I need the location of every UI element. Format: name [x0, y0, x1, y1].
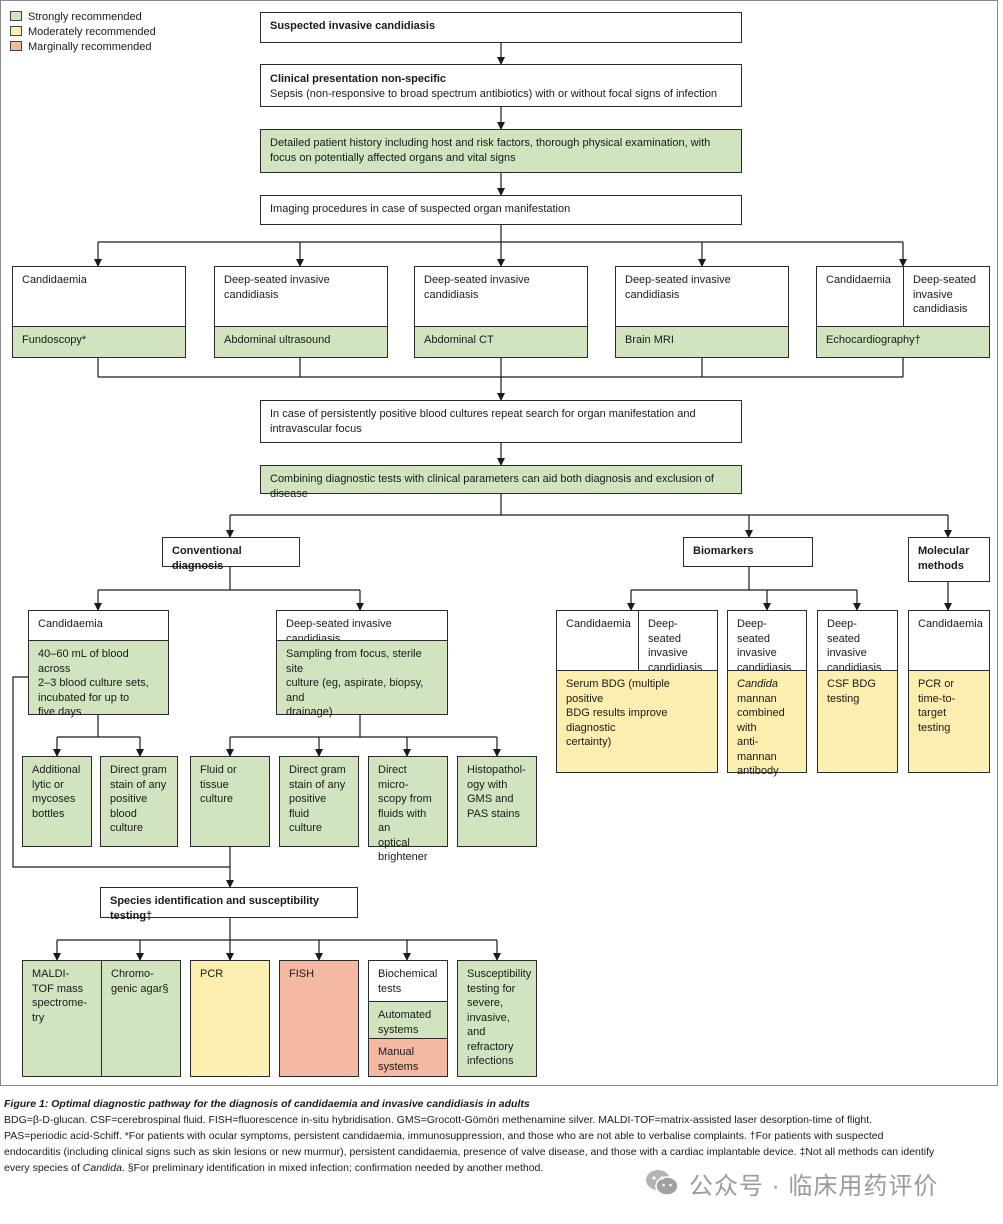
fish-box: FISH	[279, 960, 359, 1077]
sampling-focus-box: Sampling from focus, sterile site cultur…	[276, 640, 448, 718]
fluid-tissue-culture-box: Fluid or tissue culture	[190, 756, 270, 847]
gram-stain-blood-box: Direct gram stain of any positive blood …	[100, 756, 178, 847]
caption-italic: Candida	[82, 1162, 122, 1174]
conventional-diagnosis-box: Conventional diagnosis	[162, 537, 300, 572]
conventional-candidaemia: Candidaemia	[28, 610, 169, 641]
combining-tests-box: Combining diagnostic tests with clinical…	[260, 465, 742, 500]
candida-mannan-box: Candida mannan combined with anti-mannan …	[727, 670, 807, 777]
chromogenic-agar-box: Chromo- genic agar§	[101, 960, 181, 1077]
persistent-cultures-box: In case of persistently positive blood c…	[260, 400, 742, 443]
biomarker-candidaemia: Candidaemia	[556, 610, 639, 671]
abdominal-ct-box: Abdominal CT	[414, 326, 588, 358]
history-box: Detailed patient history including host …	[260, 129, 742, 173]
legend-swatch-green	[10, 11, 22, 21]
mannan-text: mannan combined with anti-mannan antibod…	[737, 692, 785, 778]
legend-swatch-red	[10, 41, 22, 51]
imaging-box: Imaging procedures in case of suspected …	[260, 195, 742, 225]
fundoscopy-box: Fundoscopy*	[12, 326, 186, 358]
automated-systems-box: Automated systems	[368, 1001, 448, 1039]
pcr-target-box: PCR or time-to- target testing	[908, 670, 990, 773]
caption-line: endocarditis (including clinical signs s…	[4, 1146, 935, 1158]
susceptibility-testing-box: Susceptibility testing for severe, invas…	[457, 960, 537, 1077]
watermark-text: 公众号 · 临床用药评价	[689, 1172, 939, 1200]
wechat-icon	[646, 1170, 679, 1196]
flow-connectors	[12, 43, 952, 961]
legend-strong: Strongly recommended	[10, 11, 142, 24]
caption-line: BDG=β-D-glucan. CSF=cerebrospinal fluid.…	[4, 1114, 873, 1126]
imaging-deep-seated-3: Deep-seated invasive candidiasis	[615, 266, 789, 327]
figure-caption: Figure 1: Optimal diagnostic pathway for…	[4, 1096, 994, 1176]
abdominal-ultrasound-box: Abdominal ultrasound	[214, 326, 388, 358]
imaging-candidaemia: Candidaemia	[12, 266, 186, 327]
gram-stain-fluid-box: Direct gram stain of any positive fluid …	[279, 756, 359, 847]
direct-microscopy-box: Direct micro- scopy from fluids with an …	[368, 756, 448, 863]
figure-frame	[0, 0, 998, 1086]
maldi-tof-box: MALDI- TOF mass spectrome- try	[22, 960, 102, 1077]
legend-swatch-yellow	[10, 26, 22, 36]
serum-bdg-box: Serum BDG (multiple positive BDG results…	[556, 670, 718, 773]
imaging-deep-seated-1: Deep-seated invasive candidiasis	[214, 266, 388, 327]
species-identification-box: Species identification and susceptibilit…	[100, 887, 358, 922]
manual-systems-box: Manual systems	[368, 1038, 448, 1077]
caption-text: every species of	[4, 1162, 83, 1174]
conventional-deep-seated: Deep-seated invasive candidiasis	[276, 610, 448, 645]
caption-text: . §For preliminary identification in mix…	[121, 1162, 544, 1174]
biomarker-deep-seated-3: Deep-seated invasive candidiasis	[817, 610, 898, 674]
clinical-title: Clinical presentation non-specific	[270, 73, 447, 85]
biochemical-tests-box: Biochemical tests	[368, 960, 448, 1002]
biomarkers-box: Biomarkers	[683, 537, 813, 567]
additional-bottles-box: Additional lytic or mycoses bottles	[22, 756, 92, 847]
legend-label: Moderately recommended	[28, 26, 156, 38]
molecular-methods-box: Molecular methods	[908, 537, 990, 582]
biomarker-deep-seated-1: Deep-seated invasive candidiasis	[638, 610, 718, 674]
caption-line: every species of Candida. §For prelimina…	[4, 1160, 994, 1176]
pcr-species-box: PCR	[190, 960, 270, 1077]
watermark: 公众号 · 临床用药评价	[645, 1166, 938, 1200]
legend-label: Strongly recommended	[28, 11, 142, 23]
imaging-candidaemia-2: Candidaemia	[816, 266, 904, 327]
echocardiography-box: Echocardiography†	[816, 326, 990, 358]
molecular-candidaemia: Candidaemia	[908, 610, 990, 671]
caption-line: PAS=periodic acid-Schiff. *For patients …	[4, 1130, 884, 1142]
biomarker-deep-seated-2: Deep-seated invasive candidiasis	[727, 610, 807, 674]
legend-label: Marginally recommended	[28, 41, 152, 53]
imaging-deep-seated-4: Deep-seated invasive candidiasis	[903, 266, 990, 327]
imaging-deep-seated-2: Deep-seated invasive candidiasis	[414, 266, 588, 327]
histopathology-box: Histopathol- ogy with GMS and PAS stains	[457, 756, 537, 847]
legend-moderate: Moderately recommended	[10, 26, 156, 39]
brain-mri-box: Brain MRI	[615, 326, 789, 358]
candida-italic: Candida	[737, 678, 778, 690]
blood-culture-box: 40–60 mL of blood across 2–3 blood cultu…	[28, 640, 169, 718]
legend-marginal: Marginally recommended	[10, 41, 152, 54]
suspected-box: Suspected invasive candidiasis	[260, 12, 742, 43]
csf-bdg-box: CSF BDG testing	[817, 670, 898, 773]
caption-title: Figure 1: Optimal diagnostic pathway for…	[4, 1098, 530, 1110]
clinical-text: Sepsis (non-responsive to broad spectrum…	[270, 87, 717, 100]
